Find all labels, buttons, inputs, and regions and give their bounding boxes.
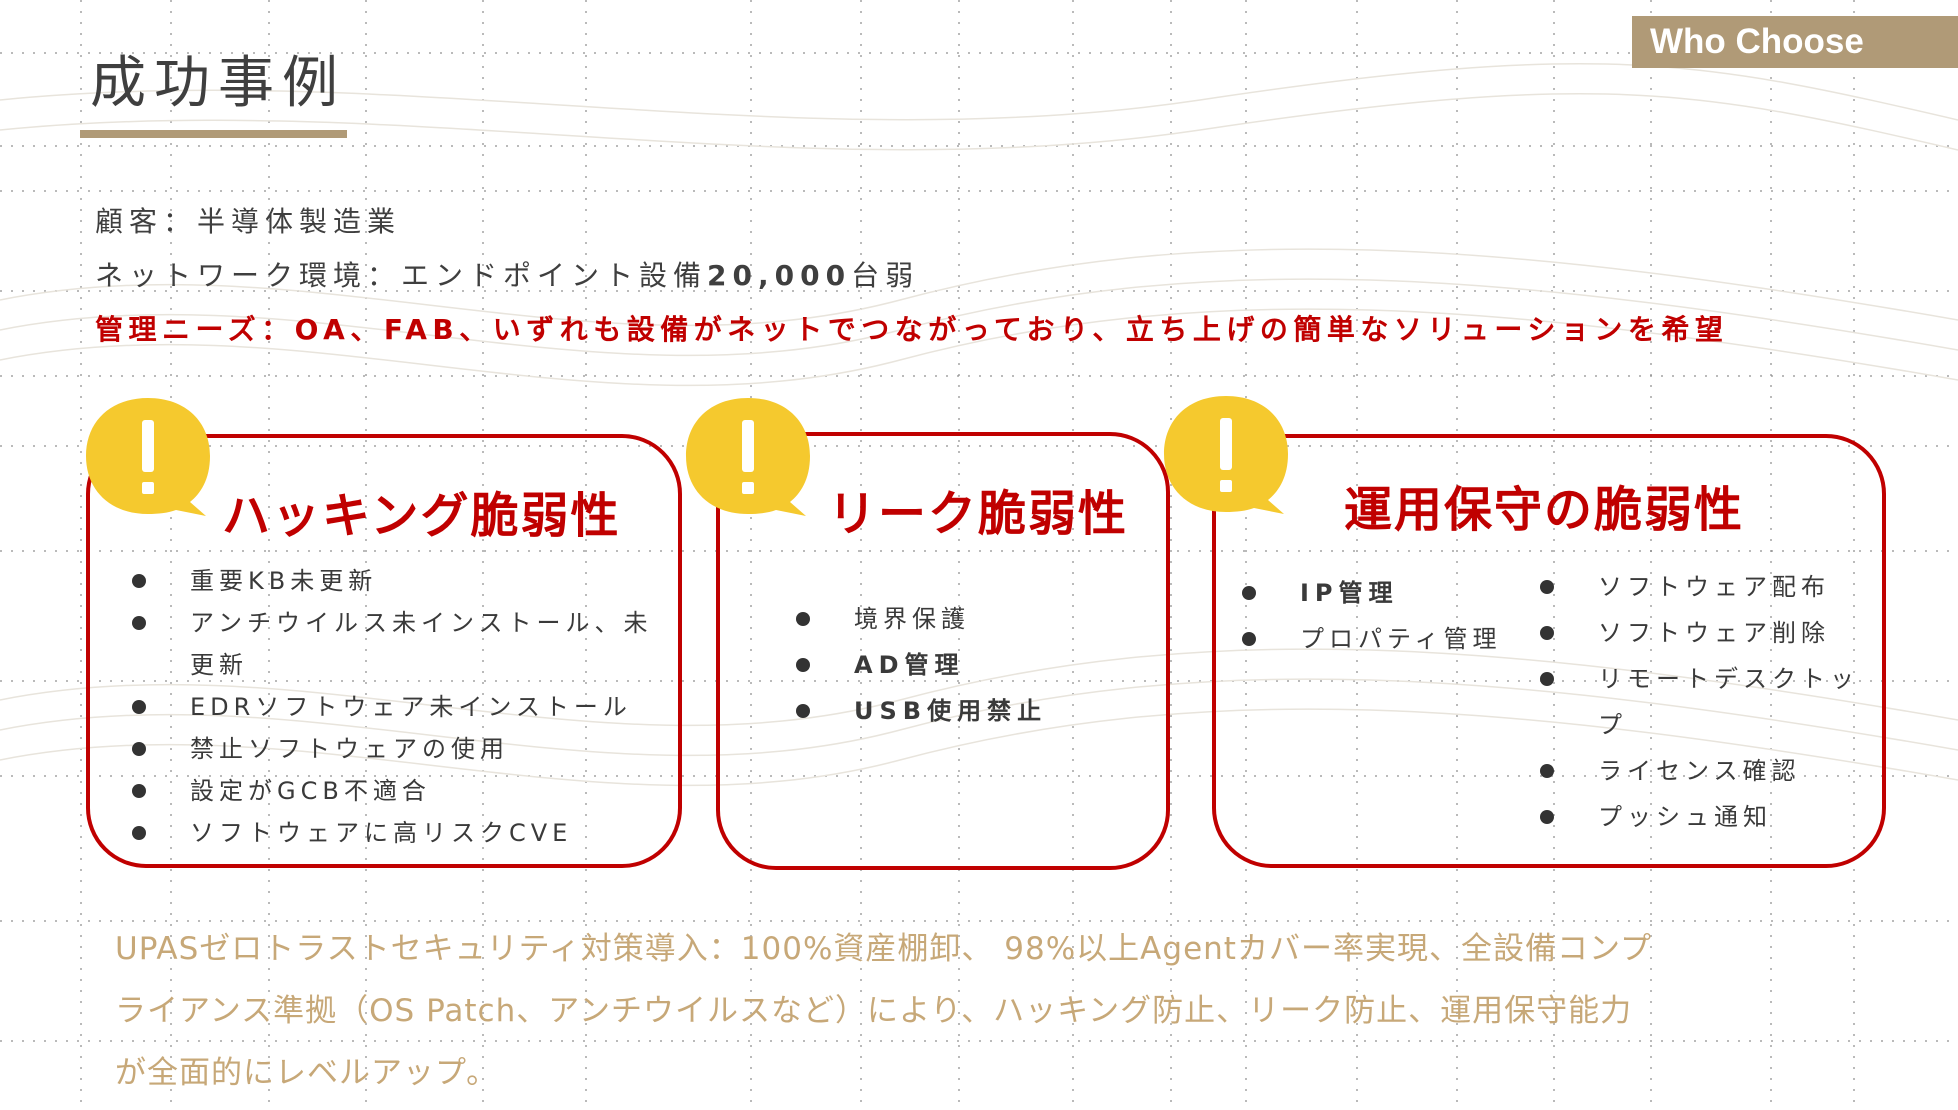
list-item: EDRソフトウェア未インストール <box>132 686 672 728</box>
operations-list-right: ソフトウェア配布 ソフトウェア削除 リモートデスクトッ プ ライセンス確認 プッ… <box>1540 564 1880 840</box>
list-item: AD管理 <box>796 642 1156 688</box>
hacking-list: 重要KB未更新 アンチウイルス未インストール、未 更新 EDRソフトウェア未イン… <box>132 560 672 854</box>
operations-list-left: IP管理 プロパティ管理 <box>1242 570 1532 662</box>
leak-list: 境界保護 AD管理 USB使用禁止 <box>796 596 1156 734</box>
list-item: USB使用禁止 <box>796 688 1156 734</box>
network-line: ネットワーク環境：エンドポイント設備20,000台弱 <box>95 254 919 294</box>
list-item: プッシュ通知 <box>1540 794 1880 840</box>
card-title-leak: リーク脆弱性 <box>828 486 1129 542</box>
brand-tag: Who Choose <box>1632 16 1958 68</box>
network-count: 20,000 <box>707 259 852 292</box>
page-title: 成功事例 <box>90 51 346 116</box>
list-item: ライセンス確認 <box>1540 748 1880 794</box>
list-item: ソフトウェアに高リスクCVE <box>132 812 672 854</box>
exclamation-speech-bubble-icon <box>82 394 214 522</box>
customer-line: 顧客：半導体製造業 <box>95 205 402 238</box>
needs-line: 管理ニーズ：OA、FAB、いずれも設備がネットでつながっており、立ち上げの簡単な… <box>95 313 1729 346</box>
list-item: ソフトウェア削除 <box>1540 610 1880 656</box>
summary-line-2: ライアンス準拠（OS Patch、アンチウイルスなど）により、ハッキング防止、リ… <box>115 993 1633 1029</box>
network-suffix: 台弱 <box>851 259 920 292</box>
card-operations <box>1212 434 1886 868</box>
card-title-hacking: ハッキング脆弱性 <box>222 488 621 544</box>
network-prefix: ネットワーク環境：エンドポイント設備 <box>95 259 708 292</box>
list-item: 設定がGCB不適合 <box>132 770 672 812</box>
summary-line-3: が全面的にレベルアップ。 <box>115 1055 499 1091</box>
list-item: 更新 <box>190 651 248 679</box>
list-item: アンチウイルス未インストール、未 <box>132 602 672 644</box>
summary-line-1: UPASゼロトラストセキュリティ対策導入：100%資産棚卸、 98%以上Agen… <box>115 931 1653 967</box>
list-item: プ <box>1598 711 1627 739</box>
list-item: IP管理 <box>1242 570 1532 616</box>
card-title-operations: 運用保守の脆弱性 <box>1344 482 1745 538</box>
card-hacking <box>86 434 682 868</box>
list-item: ソフトウェア配布 <box>1540 564 1880 610</box>
list-item: プロパティ管理 <box>1242 616 1532 662</box>
title-underline <box>80 130 347 138</box>
list-item: 禁止ソフトウェアの使用 <box>132 728 672 770</box>
list-item: 重要KB未更新 <box>132 560 672 602</box>
list-item: リモートデスクトッ <box>1540 656 1880 702</box>
exclamation-speech-bubble-icon <box>1160 392 1292 520</box>
list-item: 境界保護 <box>796 596 1156 642</box>
summary-text: UPASゼロトラストセキュリティ対策導入：100%資産棚卸、 98%以上Agen… <box>115 918 1815 1104</box>
card-leak <box>716 432 1170 870</box>
exclamation-speech-bubble-icon <box>682 394 814 522</box>
